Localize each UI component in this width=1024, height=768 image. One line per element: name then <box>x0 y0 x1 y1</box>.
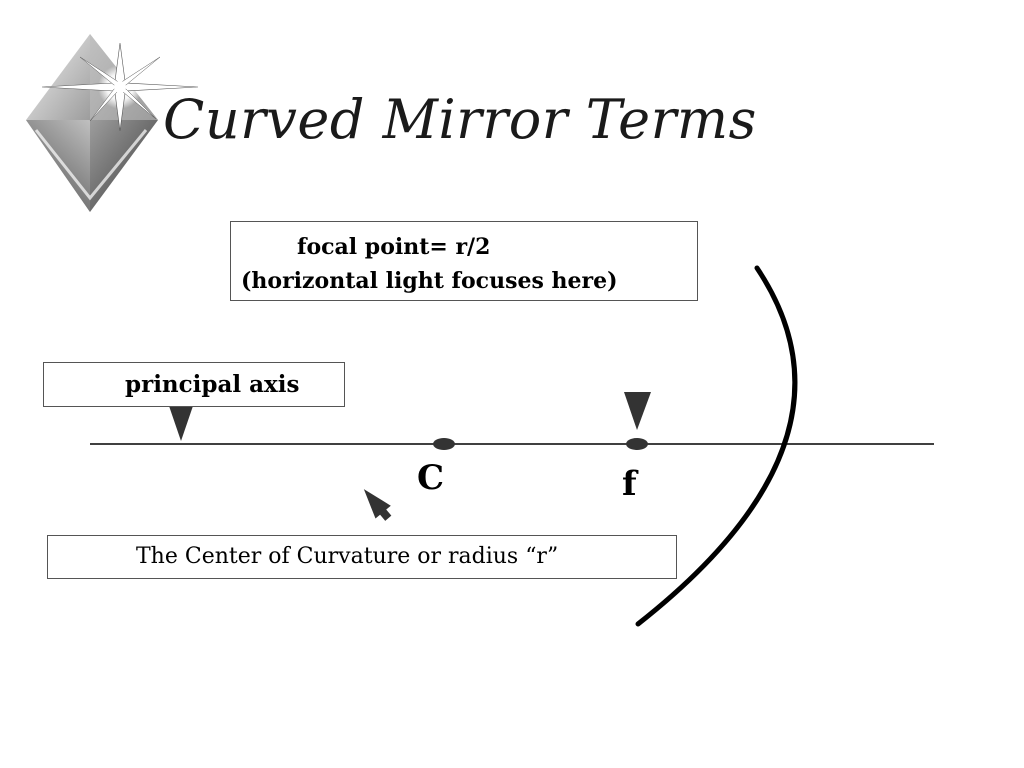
focal-callout-line1: focal point= r/2 <box>297 234 491 260</box>
diamond-star-icon <box>26 34 199 212</box>
center-point-marker <box>433 438 455 450</box>
curved-mirror <box>635 265 798 627</box>
principal-axis-callout: principal axis <box>43 362 345 407</box>
axis-arrow-icon <box>168 403 194 441</box>
focal-label: f <box>622 464 637 504</box>
center-arrow-icon <box>363 489 392 521</box>
focal-point-marker <box>626 438 648 450</box>
center-of-curvature-callout: The Center of Curvature or radius “r” <box>47 535 677 579</box>
focal-arrow-icon <box>624 392 651 430</box>
slide-title: Curved Mirror Terms <box>163 88 757 151</box>
center-label: C <box>417 458 445 498</box>
focal-point-callout: focal point= r/2 (horizontal light focus… <box>230 221 698 301</box>
focal-callout-line2: (horizontal light focuses here) <box>241 268 618 294</box>
